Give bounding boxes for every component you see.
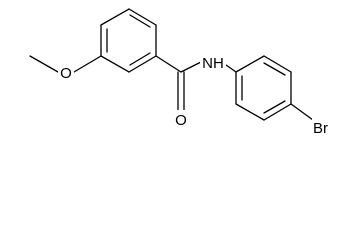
carbonyl-nitrogen-bond (180, 61, 202, 73)
ring-bond (235, 103, 265, 121)
methoxy-oxygen-label: O (60, 65, 72, 82)
carbonyl-oxygen-label: O (175, 112, 187, 129)
aryl-oxygen-bond (73, 55, 102, 73)
label-mask (200, 53, 226, 71)
ring-bond (100, 55, 130, 73)
ring-bond (263, 103, 292, 121)
bromophenyl-ring (235, 55, 292, 121)
amide-group: O NH (155, 53, 237, 129)
ring-bond (235, 55, 265, 73)
molecule-structure: O O NH Br (29, 8, 336, 137)
ring-bond (128, 8, 157, 26)
methoxyphenyl-ring (100, 8, 157, 73)
bromine-label: Br (313, 120, 328, 137)
ring-double-bond (129, 14, 151, 28)
ring-carbonyl-bond (155, 55, 182, 73)
carbon-bromine-bond (290, 103, 314, 121)
bromine-substituent: Br (290, 103, 336, 137)
nitrogen-aryl-bond (225, 64, 237, 73)
oxygen-methyl-bond (29, 55, 59, 73)
ring-double-bond (129, 52, 151, 66)
methoxy-group: O (29, 55, 102, 82)
ring-double-bond (263, 62, 286, 76)
label-mask (173, 110, 189, 128)
ring-bond (263, 55, 292, 73)
ring-bond (100, 8, 130, 26)
label-mask (58, 63, 74, 81)
ring-bond (128, 55, 157, 73)
label-mask (312, 118, 336, 137)
amide-nh-label: NH (202, 55, 224, 72)
ring-double-bond (263, 100, 286, 114)
